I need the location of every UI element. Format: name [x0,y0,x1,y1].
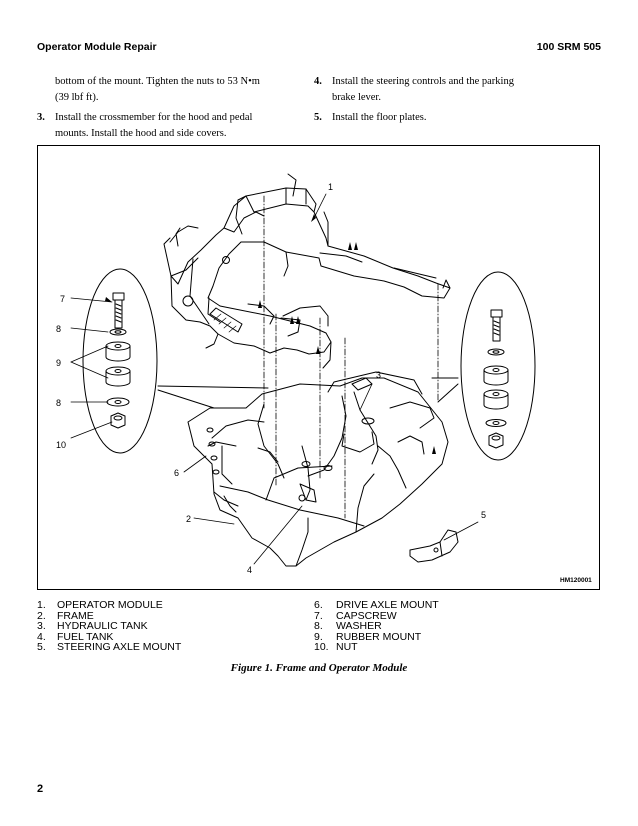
legend-item: 7. CAPSCREW [314,609,439,622]
left-mount-stack [105,292,131,429]
legend-text: WASHER [336,620,382,633]
legend-item: 1. OPERATOR MODULE [37,600,181,611]
callout-9: 9 [56,358,61,368]
callout-8-lower: 8 [56,398,61,408]
callout-labels: 1 2 3 4 5 6 7 8 9 8 10 [56,182,486,575]
legend-number: 1. [37,599,46,611]
operator-module-drawing [163,173,451,369]
legend-text: OPERATOR MODULE [57,599,163,611]
callout-7: 7 [60,294,65,304]
figure-frame: 1 2 3 4 5 6 7 8 9 8 10 HM120001 [37,145,600,590]
right-mount-stack [483,309,509,449]
step-5-line1: Install the floor plates. [332,112,427,123]
legend-text: CAPSCREW [336,609,397,622]
exploded-leader-lines [157,377,459,409]
legend-text: RUBBER MOUNT [336,630,422,643]
callout-6: 6 [174,468,179,478]
manual-code: 100 SRM 505 [536,41,601,53]
legend-number: 9. [314,630,323,643]
legend-text: HYDRAULIC TANK [57,620,148,633]
callout-8-upper: 8 [56,324,61,334]
step-5-number: 5. [314,112,322,123]
legend-column-2: 6. DRIVE AXLE MOUNT 7. CAPSCREW 8. WASHER 9… [314,600,439,653]
step-3-number: 3. [37,112,45,123]
callout-leaders [70,193,479,565]
legend-item: 10. NUT [314,642,439,653]
legend-number: 3. [37,620,46,633]
callout-3: 3 [376,370,381,380]
legend-text: NUT [336,641,358,654]
drawing-code: HM120001 [560,577,592,584]
callout-10: 10 [56,440,66,450]
fuel-tank-drawing [299,483,317,503]
steering-axle-mount-drawing [409,529,459,563]
legend-item: 4. FUEL TANK [37,632,181,643]
callout-2: 2 [186,514,191,524]
section-title: Operator Module Repair [37,41,157,53]
legend-text: FRAME [57,609,94,622]
alignment-lines [263,195,439,519]
callout-4: 4 [247,565,252,575]
left-mount-oval [82,268,158,454]
legend-text: FUEL TANK [57,630,114,643]
legend-number: 10. [314,641,329,654]
frame-drawing [187,377,449,567]
step-4-line1: Install the steering controls and the pa… [332,76,514,87]
step-continuation-line1: bottom of the mount. Tighten the nuts to… [55,76,260,87]
step-4-line2: brake lever. [332,92,381,103]
page-number: 2 [37,783,44,795]
legend-item: 2. FRAME [37,609,181,622]
legend-number: 4. [37,630,46,643]
step-continuation-line2: (39 lbf ft). [55,92,99,103]
floor-hatch-drawing [213,313,237,333]
legend-number: 7. [314,609,323,622]
legend-item: 8. WASHER [314,621,439,632]
figure-caption: Figure 1. Frame and Operator Module [230,662,408,674]
legend-text: STEERING AXLE MOUNT [57,641,182,654]
legend-item: 3. HYDRAULIC TANK [37,621,181,632]
legend-number: 5. [37,641,46,654]
legend-number: 2. [37,609,46,622]
step-3-line2: mounts. Install the hood and side covers… [55,128,227,139]
legend-number: 6. [314,599,323,611]
legend-item: 6. DRIVE AXLE MOUNT [314,600,439,611]
legend-text: DRIVE AXLE MOUNT [336,599,439,611]
fastener-marks [105,214,436,454]
legend-item: 9. RUBBER MOUNT [314,632,439,643]
step-3-line1: Install the crossmember for the hood and… [55,112,253,123]
callout-5: 5 [481,510,486,520]
legend-column-1: 1. OPERATOR MODULE 2. FRAME 3. HYDRAULIC TA… [37,600,181,653]
callout-1: 1 [328,182,333,192]
exploded-view-drawing: 1 2 3 4 5 6 7 8 9 8 10 HM120001 [56,173,592,584]
right-mount-oval [460,271,536,461]
legend-number: 8. [314,620,323,633]
step-4-number: 4. [314,76,322,87]
legend-item: 5. STEERING AXLE MOUNT [37,642,181,653]
